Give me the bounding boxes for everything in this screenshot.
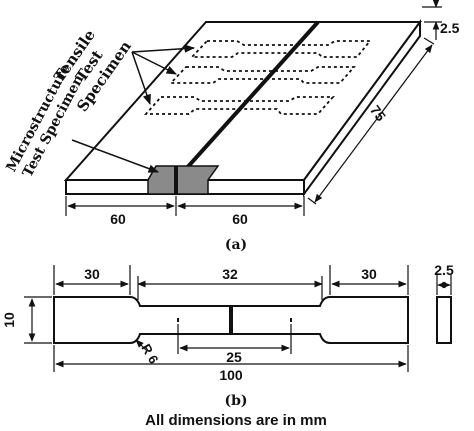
gauge-length-label: 32 [222, 266, 238, 282]
plate-part-a [63, 0, 442, 216]
microstructure-label-group: Microstructure Test Specimen [3, 62, 87, 180]
specimen-thickness-label: 2.5 [434, 262, 454, 278]
inner-gauge-label: 25 [226, 349, 242, 365]
part-b-label: (b) [224, 393, 247, 409]
plate-right-length-label: 60 [232, 211, 248, 227]
specimen-height-label: 10 [1, 312, 17, 328]
tensile-outline-3 [144, 96, 335, 115]
plate-thickness-label: 2.5 [440, 20, 460, 36]
footer-note: All dimensions are in mm [145, 412, 327, 429]
grip-right-label: 30 [361, 266, 377, 282]
microstructure-patch [147, 165, 220, 195]
overall-length-label: 100 [219, 367, 243, 383]
specimen-end-view [436, 296, 452, 344]
plate-width-label: 75 [367, 102, 389, 124]
plate-left-length-label: 60 [110, 211, 126, 227]
weld-line [174, 20, 320, 182]
grip-left-label: 30 [84, 266, 100, 282]
tensile-specimen-outlines [144, 40, 372, 115]
specimen-part-b [24, 265, 452, 372]
tensile-outline-1 [189, 40, 372, 58]
part-a-label: (a) [225, 237, 247, 253]
